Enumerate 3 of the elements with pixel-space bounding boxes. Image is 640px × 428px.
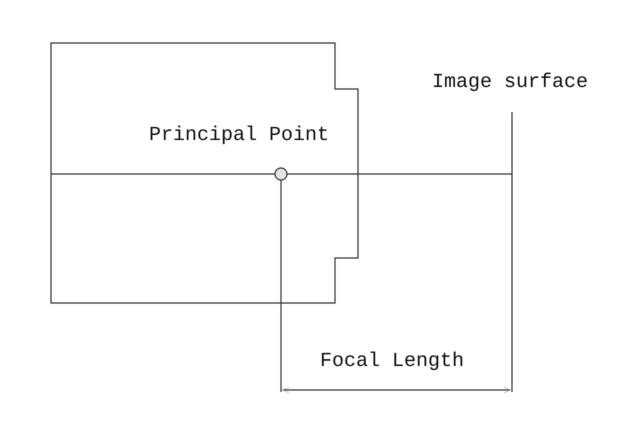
- point-label: Principal Point: [149, 124, 330, 148]
- surface-label: Image surface: [432, 71, 588, 95]
- dimension-label: Focal Length: [320, 350, 464, 374]
